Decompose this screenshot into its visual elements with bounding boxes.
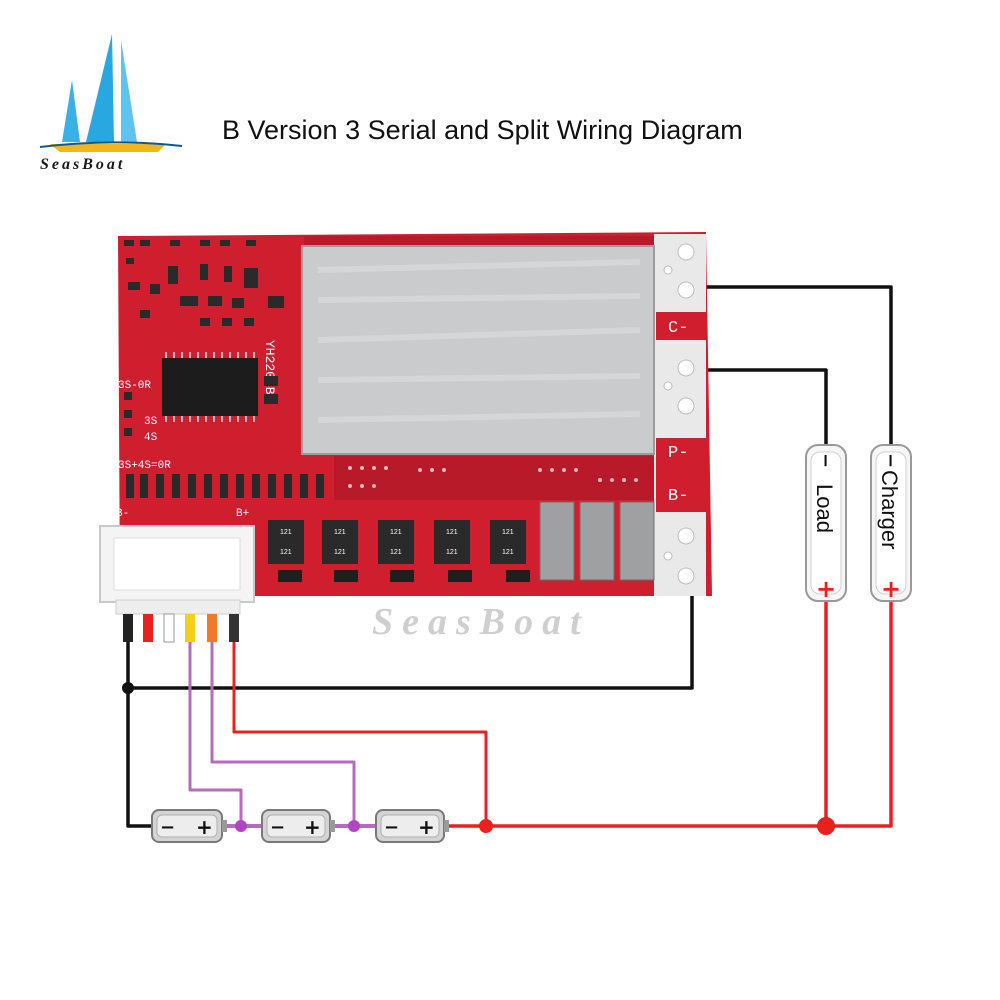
junction-dot-black	[122, 682, 134, 694]
junction-dot-purple-1	[235, 820, 247, 832]
wire-balance-black-to-cell1	[126, 640, 152, 828]
junction-dot-red-1	[479, 819, 493, 833]
smd-code-5b: 121	[502, 549, 514, 556]
wire-balance-red	[232, 640, 488, 826]
charger-plus-sign: +	[881, 575, 901, 603]
smd-code-5a: 121	[502, 529, 514, 536]
battery-cell: − +	[151, 809, 227, 843]
mosfet-row	[539, 501, 655, 581]
smd-code-4a: 121	[446, 529, 458, 536]
wire-pack-positive-bus	[449, 598, 893, 828]
vias	[348, 466, 638, 488]
charger-label: Charger	[877, 470, 902, 549]
heatsink-plate	[301, 245, 655, 455]
smd-components	[124, 240, 324, 498]
smd-code-3a: 121	[390, 529, 402, 536]
connector-wire-1	[123, 614, 133, 642]
bms-ic-chip	[162, 352, 258, 422]
wire-balance-yellow	[188, 640, 243, 826]
cell-3-minus: −	[384, 817, 399, 838]
cell-3-plus: +	[418, 815, 435, 839]
smd-code-4b: 121	[446, 549, 458, 556]
pad-label-b-minus: B-	[668, 487, 688, 506]
resistor-row: 121 121 121 121 121 121 121 121 121 121	[268, 520, 530, 582]
cell-2-minus: −	[270, 817, 285, 838]
cell-2-plus: +	[304, 815, 321, 839]
wires	[126, 285, 893, 828]
connector-wire-6	[229, 614, 239, 642]
load-minus-sign: −	[815, 453, 836, 468]
load-label: Load	[812, 484, 837, 533]
cell-1-minus: −	[160, 817, 175, 838]
silk-3s-0r: 3S-0R	[118, 380, 151, 392]
seasboat-logo: SeasBoat	[39, 34, 183, 173]
silk-b-plus: B+	[236, 508, 249, 520]
board-model-text: YH2204B	[262, 340, 277, 395]
load-terminal: − Load +	[805, 444, 847, 603]
wire-b-minus-to-balance	[128, 593, 694, 690]
page-title: B Version 3 Serial and Split Wiring Diag…	[222, 115, 743, 145]
wire-p-minus-to-load	[694, 368, 828, 445]
connector-wire-5	[207, 614, 217, 642]
sailboat-icon	[39, 34, 183, 152]
battery-cell: − +	[375, 809, 449, 843]
cell-1-plus: +	[196, 815, 213, 839]
smd-code-1b: 121	[280, 549, 292, 556]
silk-3s: 3S	[144, 416, 158, 428]
silk-b-minus: B-	[116, 508, 129, 520]
junction-dot-purple-2	[348, 820, 360, 832]
bms-board: C- P- B- YH2204B	[116, 232, 712, 596]
connector-wire-2	[143, 614, 153, 642]
pcb-lower-vias	[334, 456, 654, 500]
charger-minus-sign: −	[880, 453, 901, 468]
smd-code-2a: 121	[334, 529, 346, 536]
logo-brand-text: SeasBoat	[40, 156, 125, 173]
pad-label-p-minus: P-	[668, 444, 688, 463]
balance-connector	[99, 525, 255, 643]
smd-code-2b: 121	[334, 549, 346, 556]
charger-terminal: − Charger +	[870, 444, 912, 603]
smd-code-1a: 121	[280, 529, 292, 536]
battery-cell: − +	[261, 809, 335, 843]
pad-label-c-minus: C-	[668, 319, 688, 338]
load-plus-sign: +	[816, 575, 836, 603]
junction-dot-red-2	[817, 817, 835, 835]
silk-3s-4s-0r: 3S+4S=0R	[118, 460, 171, 472]
wire-c-minus-to-charger	[694, 285, 893, 445]
wire-balance-orange	[210, 640, 356, 826]
connector-wire-4	[185, 614, 195, 642]
connector-wire-3	[163, 613, 175, 643]
watermark-text: SeasBoat	[372, 601, 590, 643]
silk-4s: 4S	[144, 432, 158, 444]
smd-code-3b: 121	[390, 549, 402, 556]
